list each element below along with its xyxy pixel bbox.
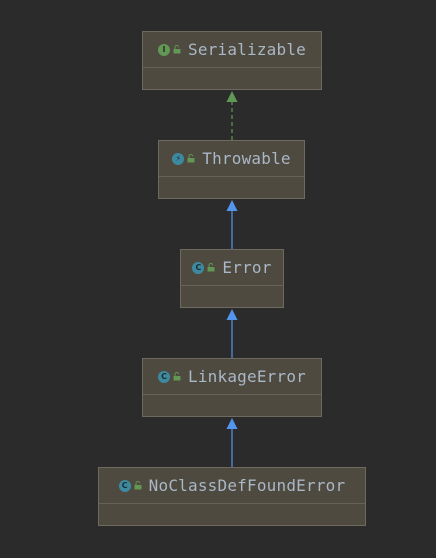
node-linkage-error[interactable]: C LinkageError xyxy=(142,358,322,417)
unlocked-public-icon xyxy=(134,481,142,490)
extends-arrowhead xyxy=(226,418,238,429)
node-members-section xyxy=(143,68,321,90)
unlocked-public-icon xyxy=(173,372,181,381)
unlocked-public-icon xyxy=(187,154,195,163)
node-members-section xyxy=(181,286,283,308)
node-no-class-def-found-error[interactable]: C NoClassDefFoundError xyxy=(98,467,366,526)
implements-arrowhead xyxy=(226,91,238,102)
extends-arrowhead xyxy=(226,200,238,211)
class-icon: C xyxy=(158,370,170,383)
node-header: C NoClassDefFoundError xyxy=(99,468,365,504)
node-serializable[interactable]: I Serializable xyxy=(142,31,322,90)
node-header: ⚡ Throwable xyxy=(159,141,304,177)
node-label: Error xyxy=(222,258,272,277)
class-icon: C xyxy=(192,261,205,274)
node-label: LinkageError xyxy=(188,367,306,386)
interface-icon: I xyxy=(158,43,170,56)
class-icon: C xyxy=(118,479,131,492)
node-header: C LinkageError xyxy=(143,359,321,395)
node-header: I Serializable xyxy=(143,32,321,68)
unlocked-public-icon xyxy=(173,45,181,54)
node-throwable[interactable]: ⚡ Throwable xyxy=(158,140,305,199)
node-members-section xyxy=(159,177,304,199)
node-error[interactable]: C Error xyxy=(180,249,284,308)
node-label: Throwable xyxy=(202,149,291,168)
node-label: Serializable xyxy=(188,40,306,59)
node-label: NoClassDefFoundError xyxy=(148,476,346,495)
throwable-class-icon: ⚡ xyxy=(172,152,185,165)
unlocked-public-icon xyxy=(207,263,215,272)
node-members-section xyxy=(143,395,321,417)
node-header: C Error xyxy=(181,250,283,286)
extends-arrowhead xyxy=(226,309,238,320)
node-members-section xyxy=(99,504,365,526)
